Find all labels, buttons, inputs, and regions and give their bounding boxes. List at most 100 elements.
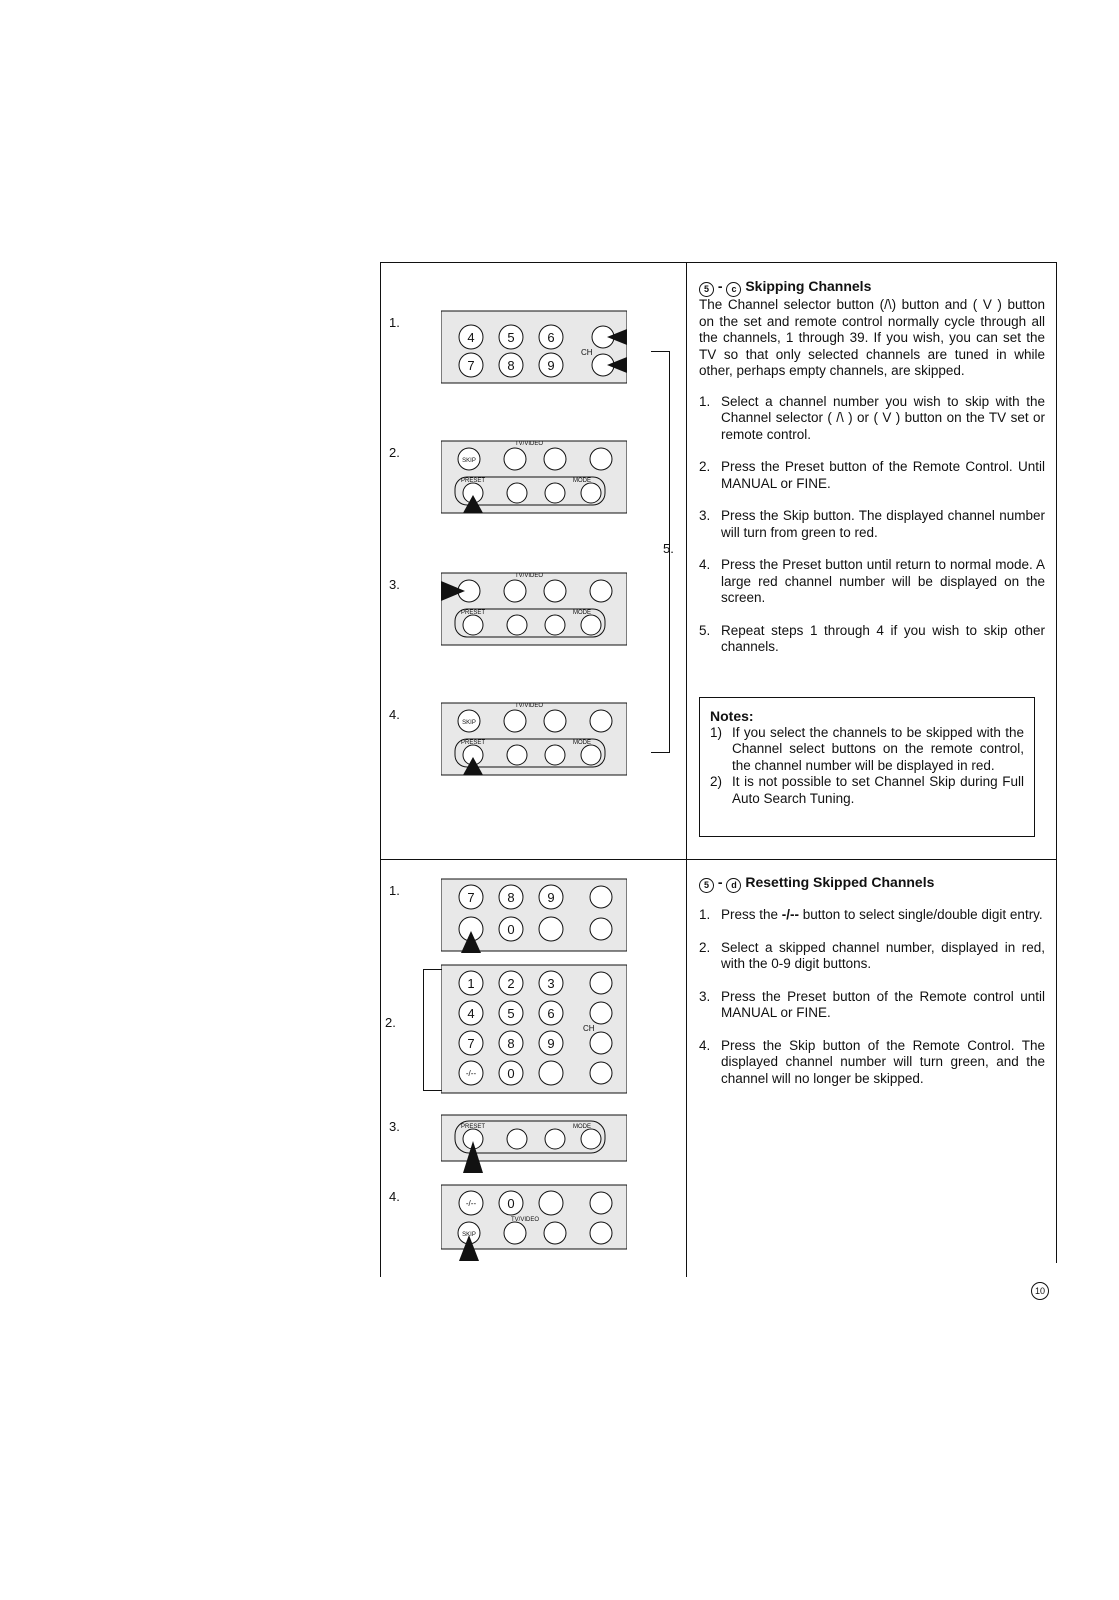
content-frame: 1. 2. 3. 4. 4 5 6 7 8 9 CH SKIP TV/VIDEO…	[380, 262, 1057, 1277]
fig1-step-3-label: 3.	[389, 577, 400, 592]
svg-text:5: 5	[507, 330, 514, 345]
remote-illustration-digit-entry: 7 8 9 0	[441, 878, 627, 953]
fig1-step-1-label: 1.	[389, 315, 400, 330]
remote-digit-button: 8	[498, 352, 524, 378]
svg-text:-/--: -/--	[466, 1199, 477, 1208]
svg-text:0: 0	[507, 1196, 514, 1211]
svg-text:SKIP: SKIP	[462, 720, 476, 726]
svg-text:4: 4	[467, 330, 474, 345]
arrow-pointer-icon	[607, 357, 627, 373]
svg-text:8: 8	[507, 890, 514, 905]
svg-text:TV/VIDEO: TV/VIDEO	[511, 1217, 539, 1223]
arrow-up-pointer-icon	[463, 495, 483, 513]
svg-text:PRESET: PRESET	[461, 478, 485, 484]
mute-icon	[543, 447, 567, 471]
fig2-step-4-label: 4.	[389, 1189, 400, 1204]
svg-text:MODE: MODE	[573, 478, 591, 484]
remote-illustration-skip: TV/VIDEO PRESET MODE	[441, 572, 627, 646]
frame-right-border	[1056, 263, 1057, 1263]
svg-text:TV/VIDEO: TV/VIDEO	[515, 573, 543, 579]
circled-letter-icon: d	[726, 878, 742, 893]
list-item: 2.Select a skipped channel number, displ…	[699, 939, 1045, 972]
svg-text:MODE: MODE	[573, 1124, 591, 1130]
circled-number-icon: 5	[699, 878, 714, 893]
circled-number-icon: 5	[699, 282, 714, 297]
column-divider	[686, 263, 687, 1277]
svg-text:6: 6	[547, 330, 554, 345]
svg-text:8: 8	[507, 1036, 514, 1051]
svg-text:PRESET: PRESET	[461, 610, 485, 616]
list-item: 2.Press the Preset button of the Remote …	[699, 459, 1045, 491]
svg-text:5: 5	[507, 1006, 514, 1021]
arrow-up-pointer-icon	[463, 757, 483, 775]
fig1-step-4-label: 4.	[389, 707, 400, 722]
remote-illustration-skip-2: -/-- 0 TV/VIDEO SKIP	[441, 1184, 627, 1261]
arrow-up-pointer-icon	[461, 931, 481, 953]
svg-text:2: 2	[507, 976, 514, 991]
section-divider	[381, 859, 1057, 860]
page-number: 10	[1031, 1282, 1049, 1300]
arrow-up-pointer-icon	[459, 1235, 479, 1261]
svg-text:7: 7	[467, 890, 474, 905]
svg-text:6: 6	[547, 1006, 554, 1021]
resetting-skipped-channels-section: 5 - d Resetting Skipped Channels 1.Press…	[699, 873, 1045, 1103]
remote-digit-button: 7	[458, 352, 484, 378]
arrow-right-pointer-icon	[441, 581, 465, 601]
svg-text:CH: CH	[583, 1024, 595, 1033]
remote-illustration-return: SKIP TV/VIDEO PRESET MODE	[441, 702, 627, 776]
repeat-bracket	[651, 351, 670, 753]
list-item: 1.Select a channel number you wish to sk…	[699, 393, 1045, 442]
remote-digit-button: 5	[498, 324, 524, 350]
svg-text:MODE: MODE	[573, 740, 591, 746]
fig1-step-2-label: 2.	[389, 445, 400, 460]
arrow-up-pointer-icon	[463, 1141, 483, 1173]
steps-list: 1.Select a channel number you wish to sk…	[699, 394, 1045, 656]
svg-text:4: 4	[467, 1006, 474, 1021]
fig2-step-2-label: 2.	[385, 1015, 396, 1030]
svg-text:SKIP: SKIP	[462, 458, 476, 464]
fig2-step-1-label: 1.	[389, 883, 400, 898]
svg-text:7: 7	[467, 1036, 474, 1051]
note-item: 1)If you select the channels to be skipp…	[710, 724, 1024, 773]
notes-title: Notes:	[710, 708, 754, 724]
svg-text:PRESET: PRESET	[461, 1124, 485, 1130]
ch-label: CH	[581, 348, 593, 357]
svg-text:9: 9	[547, 358, 554, 373]
list-item: 4.Press the Preset button until return t…	[699, 557, 1045, 605]
svg-text:3: 3	[547, 976, 554, 991]
section-title: 5 - c Skipping Channels	[699, 277, 1045, 297]
svg-text:TV/VIDEO: TV/VIDEO	[515, 441, 543, 447]
svg-text:8: 8	[507, 358, 514, 373]
list-item: 5.Repeat steps 1 through 4 if you wish t…	[699, 622, 1045, 655]
list-item: 3.Press the Skip button. The displayed c…	[699, 508, 1045, 540]
svg-text:1: 1	[467, 976, 474, 991]
svg-text:PRESET: PRESET	[461, 740, 485, 746]
skipping-channels-section: 5 - c Skipping Channels The Channel sele…	[699, 277, 1045, 672]
digit-selection-bracket	[423, 969, 442, 1091]
remote-illustration-preset: SKIP TV/VIDEO PRESET MODE	[441, 440, 627, 514]
remote-digit-button: 9	[538, 352, 564, 378]
note-item: 2)It is not possible to set Channel Skip…	[710, 774, 1024, 806]
section-title: 5 - d Resetting Skipped Channels	[699, 873, 1045, 893]
remote-digit-button: 4	[458, 324, 484, 350]
remote-digit-button: 6	[538, 324, 564, 350]
skip-button-icon	[457, 447, 481, 471]
list-item: 4.Press the Skip button of the Remote Co…	[699, 1037, 1045, 1086]
svg-text:9: 9	[547, 890, 554, 905]
list-item: 1.Press the -/-- button to select single…	[699, 907, 1043, 922]
steps-list: 1.Press the -/-- button to select single…	[699, 907, 1045, 1087]
list-item: 3.Press the Preset button of the Remote …	[699, 988, 1045, 1021]
svg-text:0: 0	[507, 922, 514, 937]
remote-illustration-full-keypad: 1 2 3 4 5 6 CH 7 8 9 -/-- 0	[441, 964, 627, 1094]
section-intro: The Channel selector button (/\) button …	[699, 297, 1045, 378]
svg-text:MODE: MODE	[573, 610, 591, 616]
notes-box: Notes: 1)If you select the channels to b…	[699, 697, 1035, 837]
svg-text:9: 9	[547, 1036, 554, 1051]
fig2-step-3-label: 3.	[389, 1119, 400, 1134]
circled-letter-icon: c	[726, 282, 742, 297]
svg-text:-/--: -/--	[466, 1069, 477, 1078]
svg-text:0: 0	[507, 1066, 514, 1081]
svg-text:TV/VIDEO: TV/VIDEO	[515, 703, 543, 709]
remote-illustration-digits: 4 5 6 7 8 9 CH	[441, 310, 627, 384]
svg-text:7: 7	[467, 358, 474, 373]
